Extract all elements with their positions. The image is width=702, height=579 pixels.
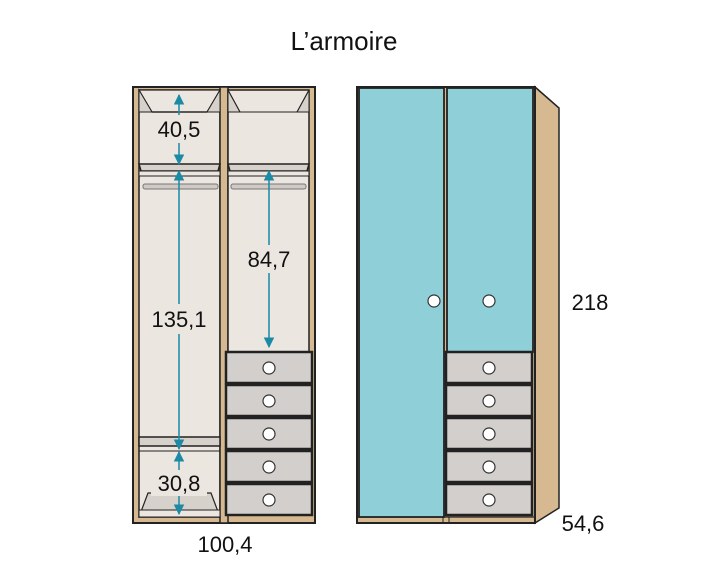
drawer-knob[interactable] <box>482 493 496 507</box>
total-height-label: 218 <box>572 290 609 315</box>
left-top-shelf-bevel-shade-r <box>206 88 221 113</box>
drawer-knob[interactable] <box>262 460 276 474</box>
bottom-compartment-height-label: 30,8 <box>158 471 201 496</box>
drawer-knob[interactable] <box>262 361 276 375</box>
drawer-knob[interactable] <box>482 361 496 375</box>
right-door[interactable] <box>446 87 534 353</box>
drawer-knob[interactable] <box>262 394 276 408</box>
right-upper-shelf <box>227 163 310 172</box>
top-shelf-height-label: 40,5 <box>158 117 201 142</box>
left-hanging-rod <box>142 183 219 190</box>
diagram-title: L’armoire <box>291 26 398 56</box>
left-upper-shelf <box>138 163 221 172</box>
right-hanging-height-label: 84,7 <box>248 247 291 272</box>
drawer-knob[interactable] <box>482 460 496 474</box>
drawer-knob[interactable] <box>482 427 496 441</box>
right-door-knob[interactable] <box>482 294 496 308</box>
left-door[interactable] <box>358 87 445 518</box>
wardrobe-side-panel <box>534 85 560 525</box>
depth-label: 54,6 <box>562 511 605 536</box>
left-door-knob[interactable] <box>427 294 441 308</box>
open-wardrobe: 40,5 135,1 30,8 84,7 <box>132 86 316 524</box>
total-width-label: 100,4 <box>197 532 252 557</box>
drawer-knob[interactable] <box>262 493 276 507</box>
left-top-shelf-bevel-shade <box>138 88 153 113</box>
drawer-knob[interactable] <box>482 394 496 408</box>
left-hanging-height-label: 135,1 <box>151 307 206 332</box>
open-wardrobe-drawers <box>224 350 314 517</box>
drawer-knob[interactable] <box>262 427 276 441</box>
closed-wardrobe <box>356 85 560 525</box>
closed-wardrobe-drawers <box>444 350 534 517</box>
drawer[interactable] <box>224 416 314 451</box>
